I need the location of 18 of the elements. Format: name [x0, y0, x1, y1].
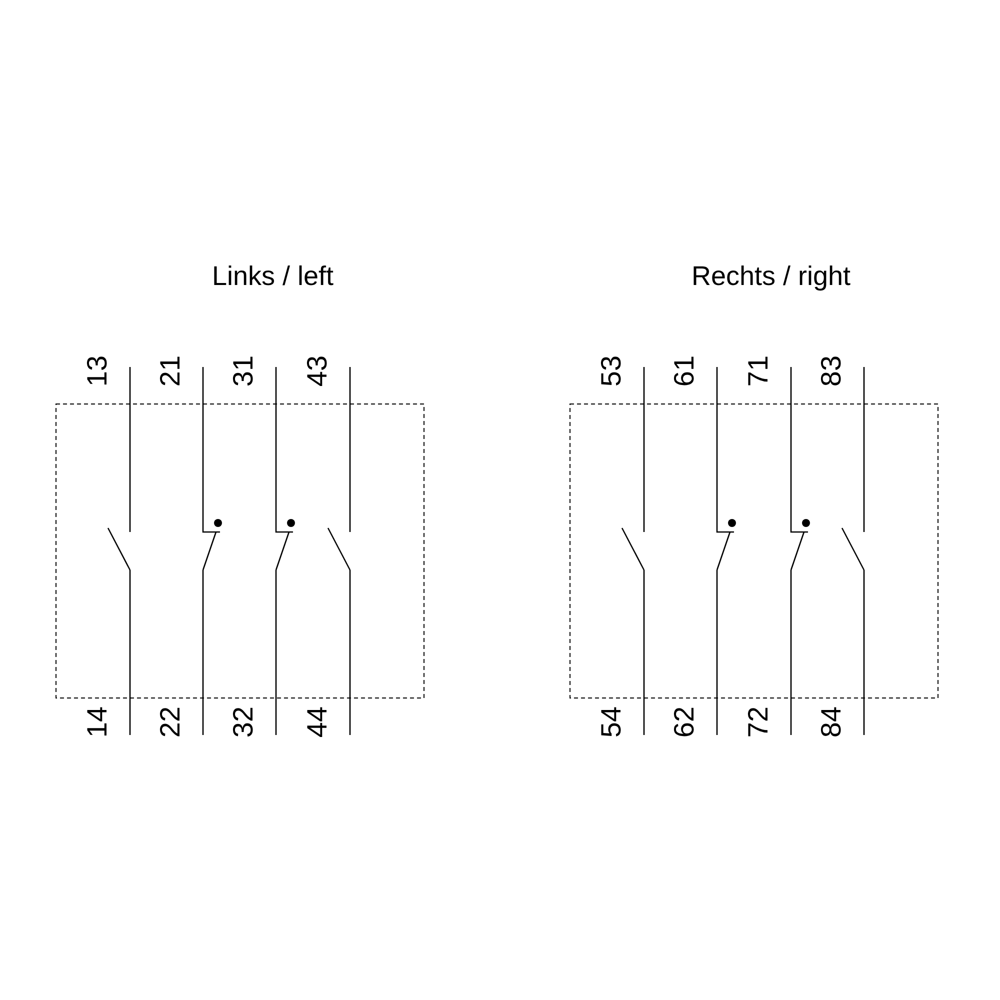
terminal-number: 71	[744, 355, 772, 387]
terminal-number: 43	[303, 355, 332, 387]
terminal-number: 31	[229, 355, 258, 387]
terminal-number: 54	[597, 706, 626, 738]
terminal-number: 62	[670, 706, 698, 738]
terminal-number: 83	[817, 355, 846, 387]
terminal-number: 22	[156, 706, 184, 738]
terminal-number: 61	[670, 355, 698, 387]
terminal-number: 13	[83, 355, 112, 387]
terminal-number: 72	[744, 706, 772, 738]
terminal-number: 53	[597, 355, 626, 387]
section-heading: Rechts / right	[692, 262, 851, 290]
terminal-number: 21	[156, 355, 184, 387]
section-heading: Links / left	[212, 262, 334, 290]
terminal-number: 14	[83, 706, 112, 738]
terminal-number: 32	[229, 706, 258, 738]
terminal-number: 84	[817, 706, 846, 738]
terminal-number: 44	[303, 706, 332, 738]
